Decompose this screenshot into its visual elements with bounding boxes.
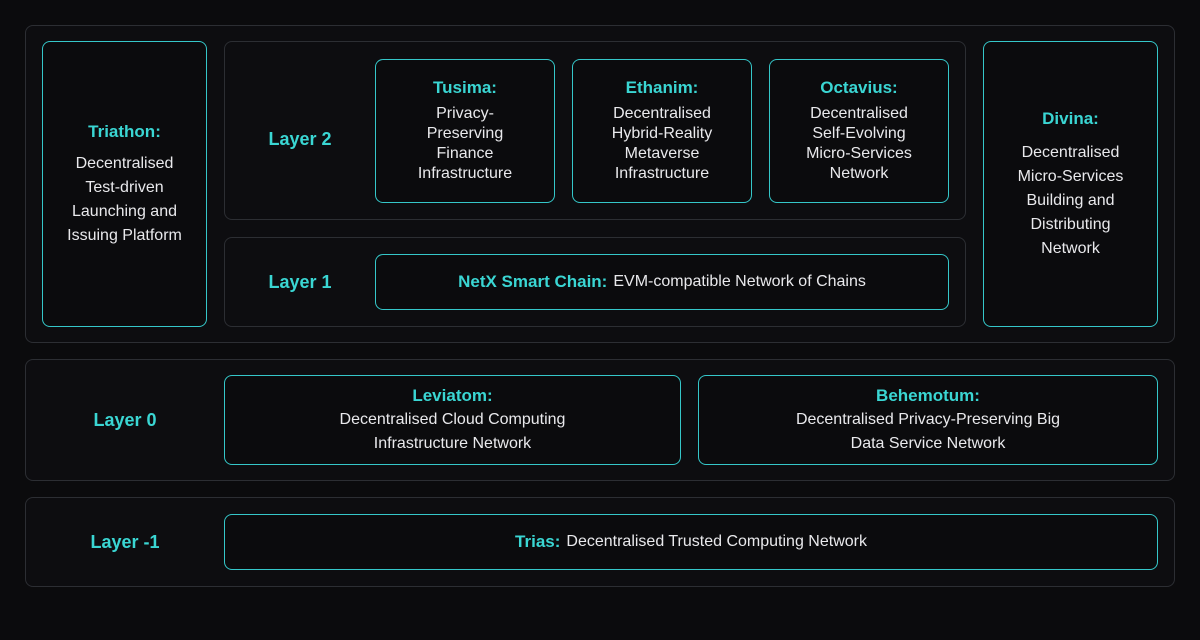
triathon-desc-line: Decentralised — [75, 155, 174, 172]
octavius-card: Octavius: Decentralised Self-Evolving Mi… — [769, 59, 949, 203]
behemotum-desc-line: Data Service Network — [850, 435, 1006, 452]
trias-title: Trias: — [515, 532, 561, 551]
octavius-desc-line: Decentralised — [810, 105, 908, 122]
triathon-card: Triathon: Decentralised Test-driven Laun… — [42, 41, 207, 327]
tusima-card: Tusima: Privacy- Preserving Finance Infr… — [375, 59, 555, 203]
octavius-title: Octavius: — [820, 78, 898, 97]
ethanim-card: Ethanim: Decentralised Hybrid-Reality Me… — [572, 59, 752, 203]
tusima-desc-line: Finance — [436, 145, 494, 162]
divina-desc-line: Distributing — [1030, 216, 1111, 233]
leviatom-desc-line: Infrastructure Network — [373, 435, 532, 452]
divina-card: Divina: Decentralised Micro-Services Bui… — [983, 41, 1158, 327]
triathon-title: Triathon: — [88, 122, 161, 141]
divina-desc-line: Micro-Services — [1017, 168, 1124, 185]
octavius-desc-line: Network — [829, 165, 889, 182]
leviatom-desc-line: Decentralised Cloud Computing — [339, 411, 566, 428]
triathon-desc-line: Launching and — [72, 203, 177, 220]
layer0-label: Layer 0 — [93, 410, 157, 430]
ethanim-desc-line: Decentralised — [613, 105, 711, 122]
octavius-desc-line: Self-Evolving — [812, 125, 906, 142]
netx-card: NetX Smart Chain: EVM-compatible Network… — [375, 254, 949, 310]
trias-card: Trias: Decentralised Trusted Computing N… — [224, 514, 1158, 570]
leviatom-title: Leviatom: — [412, 386, 493, 405]
layer2-label: Layer 2 — [268, 129, 332, 149]
layer1-label: Layer 1 — [268, 272, 332, 292]
behemotum-title: Behemotum: — [876, 386, 980, 405]
layer-minus1-label: Layer -1 — [90, 532, 160, 552]
divina-desc-line: Network — [1041, 240, 1100, 257]
trias-desc: Decentralised Trusted Computing Network — [566, 533, 867, 550]
triathon-desc-line: Issuing Platform — [67, 227, 182, 244]
ethanim-desc-line: Hybrid-Reality — [611, 125, 713, 142]
ethanim-desc-line: Metaverse — [624, 145, 700, 162]
octavius-desc-line: Micro-Services — [806, 145, 912, 162]
netx-desc: EVM-compatible Network of Chains — [613, 273, 866, 290]
netx-title: NetX Smart Chain: — [458, 272, 608, 291]
leviatom-card: Leviatom: Decentralised Cloud Computing … — [224, 375, 681, 465]
behemotum-desc-line: Decentralised Privacy-Preserving Big — [795, 411, 1061, 428]
tusima-desc-line: Preserving — [426, 125, 504, 142]
ethanim-title: Ethanim: — [625, 78, 699, 97]
tusima-title: Tusima: — [433, 78, 497, 97]
tusima-desc-line: Infrastructure — [417, 165, 513, 182]
divina-title: Divina: — [1042, 109, 1099, 128]
divina-desc-line: Decentralised — [1021, 144, 1120, 161]
tusima-desc-line: Privacy- — [436, 105, 494, 122]
behemotum-card: Behemotum: Decentralised Privacy-Preserv… — [698, 375, 1158, 465]
ethanim-desc-line: Infrastructure — [614, 165, 710, 182]
triathon-desc-line: Test-driven — [85, 179, 164, 196]
divina-desc-line: Building and — [1026, 192, 1115, 209]
